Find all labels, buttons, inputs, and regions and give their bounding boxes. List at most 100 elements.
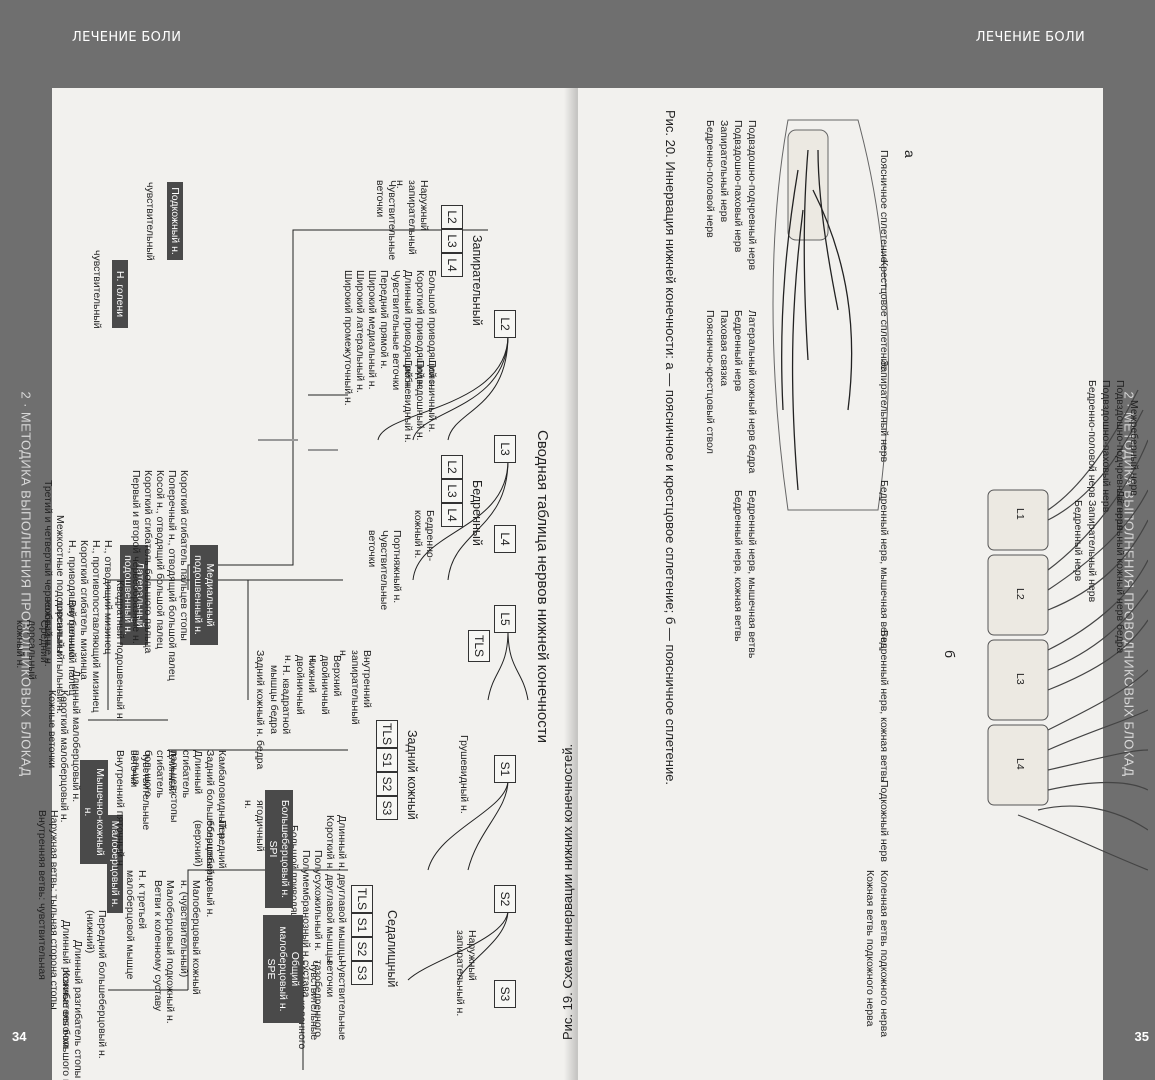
tibial-item-6: Внутренний пяточный н. xyxy=(114,750,126,869)
branch-grushevid: Грушевидный н. xyxy=(458,735,470,814)
zad-nerve-5: Задний кожный н. бедра xyxy=(254,650,266,770)
peroneal-item-3: Малоберцовый подкожный н. xyxy=(164,880,176,1024)
box-n-goleni: Н. голени xyxy=(112,260,128,328)
zap-nerve-1: Наружный запирательный н. xyxy=(394,180,430,255)
zad-seg-s1: S1 xyxy=(376,748,398,772)
group-zapiratelny-title: Запирательный xyxy=(470,235,484,326)
lateral-item-1: Квадратный подошвенный н. xyxy=(114,580,126,722)
zap-nerve-10: Широкий промежуточный н. xyxy=(342,270,354,406)
running-head: ЛЕЧЕНИЕ БОЛИ xyxy=(72,30,182,45)
running-head-right: ЛЕЧЕНИЕ БОЛИ xyxy=(975,30,1085,45)
box-bolshebertsovy: Большеберцовый н. SPI xyxy=(265,790,293,908)
page-number-right: 35 xyxy=(1134,1029,1149,1044)
sens-label-b: чувствительный xyxy=(91,250,103,329)
zap-nerve-8: Широкий медиальный н. xyxy=(366,270,378,390)
lateral-item-2: Н., отводящий мизинец xyxy=(102,540,114,655)
plexus-illustration: L1 L2 L3 L4 б Межреберный нерв Подвздошн… xyxy=(648,110,1148,1070)
bed-nerve-5: Портняжный н. xyxy=(391,530,403,604)
group-zadny-title: Задний кожный xyxy=(405,730,419,820)
label-a-top-4: Бедренный нерв, мышечная ветвь xyxy=(878,480,890,649)
tibial-item-7: Н. к третьей малоберцовой мышце xyxy=(124,870,148,980)
figure-title: Сводная таблица нервов нижней конечности xyxy=(534,430,551,744)
zad-seg-tls: TLS xyxy=(376,720,398,748)
label-a-top-7: Коленная ветвь подкожного нерва xyxy=(878,870,890,1038)
label-a-bot-7: Паховая связка xyxy=(718,310,730,387)
zap-seg-l4: L4 xyxy=(441,253,463,277)
tibial-item-5: Чувствительные веточки xyxy=(128,750,152,831)
zap-nerve-7: Передний прямой н. xyxy=(378,270,390,370)
plexus-drawing xyxy=(772,119,1148,871)
label-a-top-2: Крестцовое сплетение xyxy=(878,260,890,371)
musc-item-2: Короткий малоберцовый н. xyxy=(58,690,70,823)
medial-item-3: Косой н., отводящий большой палец xyxy=(154,470,166,649)
musc-item-1: Длинный малоберцовый н. xyxy=(70,670,82,803)
bed-seg-l2: L2 xyxy=(441,455,463,479)
bed-seg-l3: L3 xyxy=(441,479,463,503)
right-page: ЛЕЧЕНИЕ БОЛИ 2 · МЕТОДИКА ВЫПОЛНЕНИЯ ПРО… xyxy=(578,0,1155,1080)
zad-seg-s2: S2 xyxy=(376,772,398,796)
root-l2: L2 xyxy=(494,310,516,338)
label-a-bot-6: Бедренный нерв xyxy=(732,310,744,392)
medial-item-5: Первый и второй червеобразные н. xyxy=(130,470,142,644)
root-l4: L4 xyxy=(494,525,516,553)
medial-item-2: Поперечный н., отводящий большой палец xyxy=(166,470,178,681)
label-b-1: Межреберный нерв xyxy=(1128,400,1140,496)
zap-seg-l2: L2 xyxy=(441,205,463,229)
peroneal2-item-1: Передний большеберцовый н. (нижний) xyxy=(84,910,108,1059)
figure-20-caption: Рис. 20. Иннервация нижней конечности: а… xyxy=(663,110,678,786)
zap-seg-l3: L3 xyxy=(441,229,463,253)
header-band-right: ЛЕЧЕНИЕ БОЛИ xyxy=(578,0,1155,88)
group-bedrenny-title: Бедренный xyxy=(470,480,484,546)
peroneal-inner: Внутренняя ветвь: чувствительная xyxy=(36,810,48,980)
label-a-top-1: Поясничное сплетение xyxy=(878,150,890,263)
box-myshechno-kozhny: Мышечно-кожный н. xyxy=(80,760,108,864)
vertebra-l3: L3 xyxy=(1014,673,1026,685)
label-a-bot-9: Бедренный нерв, мышечная ветвь xyxy=(746,490,758,659)
sed-seg-tls: TLS xyxy=(351,885,373,913)
lateral-item-4: Короткий сгибатель мизинца xyxy=(78,540,90,680)
group-sedalishny-title: Седалищный xyxy=(385,910,399,988)
label-a-bot-3: Запирательный нерв xyxy=(718,120,730,223)
label-a-bot-5: Латеральный кожный нерв бедра xyxy=(746,310,758,474)
sed-nerve-1: Длинный н. двуглавой мышцы xyxy=(336,815,348,963)
label-b-3: Подвздошно-паховый нерв xyxy=(1100,380,1112,513)
edge-text: 2 · МЕТОДИКА ВЫПОЛНЕНИЯ ПРОВОДНИКОВЫХ БЛ… xyxy=(18,391,34,777)
label-a-top-6: Подкожный нерв xyxy=(878,780,890,862)
label-a-top-8: Кожная ветвь подкожного нерва xyxy=(864,870,876,1027)
sed-nerve-2: Короткий н. двуглавой мышцы xyxy=(324,815,336,964)
label-a-bot-2: Подвздошно-паховый нерв xyxy=(732,120,744,253)
label-a-top-5: Бедренный нерв, кожная ветвь xyxy=(878,630,890,782)
dorsal-item-2: Средний дорсальный кожный н. xyxy=(14,620,50,680)
label-a-top-3: Запирательный нерв xyxy=(878,360,890,463)
zap-nerve-2: Чувствительные веточки xyxy=(374,180,398,261)
medial-item-1: Короткий сгибатель пальцев стопы xyxy=(178,470,190,641)
panel-a-label: а xyxy=(902,150,918,158)
musc-item-3: Кожные веточки xyxy=(46,690,58,769)
peroneal2-item-4: Кожные веточки xyxy=(60,970,72,1049)
sed-seg-s1: S1 xyxy=(351,913,373,937)
bed-nerve-3: Гребневидный н. xyxy=(402,360,414,443)
bed-seg-l4: L4 xyxy=(441,503,463,527)
label-b-4: Бедренно-половой нерв xyxy=(1086,380,1098,498)
sed-seg-s3: S3 xyxy=(351,961,373,985)
zap-nerve-6: Чувствительные веточки xyxy=(390,270,402,391)
zad-seg-s3: S3 xyxy=(376,796,398,820)
edge-strip-right: 2 · МЕТОДИКА ВЫПОЛНЕНИЯ ПРОВОДНИКОВЫХ БЛ… xyxy=(1103,88,1155,1080)
root-tls: TLS xyxy=(468,630,490,662)
box-medial-podoshv: Медиальный подошвенный н. xyxy=(190,545,218,645)
label-a-bot-8: Пояснично-крестцовый ствол xyxy=(704,310,716,454)
root-s1: S1 xyxy=(494,755,516,783)
page-number: 34 xyxy=(12,1029,27,1044)
label-b-5: Латеральный кожный нерв бедра xyxy=(1114,490,1126,654)
bed-nerve-4: Бедренно-кожный н. xyxy=(412,510,436,562)
header-band: ЛЕЧЕНИЕ БОЛИ xyxy=(0,0,578,88)
medial-item-4: Короткий сгибатель большого пальца xyxy=(142,470,154,654)
peroneal2-item-5: Наружная ветвь: тыльная сторона стопы xyxy=(48,810,60,1010)
nerve-table-diagram: Сводная таблица нервов нижней конечности… xyxy=(14,110,551,1080)
peroneal-item-4: Ветви к коленному суставу xyxy=(152,880,164,1012)
peroneal-item-2: Малоберцовый кожный н. (чувствительный) xyxy=(178,880,202,995)
box-obshchy-malobertsovy: Общий малоберцовый н. SPE xyxy=(263,915,303,1023)
edge-strip: 2 · МЕТОДИКА ВЫПОЛНЕНИЯ ПРОВОДНИКОВЫХ БЛ… xyxy=(0,88,52,1080)
zap-nerve-9: Широкий латеральный н. xyxy=(354,270,366,393)
vertebra-l4: L4 xyxy=(1014,758,1026,770)
